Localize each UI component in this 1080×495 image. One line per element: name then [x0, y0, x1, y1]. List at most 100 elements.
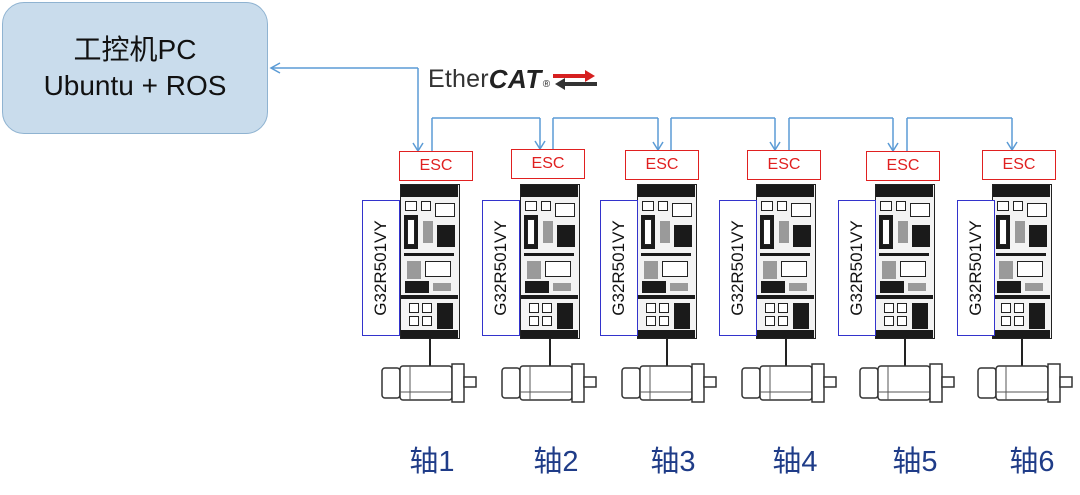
drive-detail [791, 203, 811, 217]
drive-detail [993, 330, 1050, 338]
esc-box-3: ESC [625, 150, 699, 180]
drive-detail [437, 225, 455, 247]
mcu-model-label: G32R501VY [491, 220, 510, 316]
drive-motor-link-2 [549, 339, 551, 369]
drive-detail [999, 219, 1007, 245]
drive-detail [912, 225, 930, 247]
drive-detail [557, 225, 575, 247]
drive-detail [672, 203, 692, 217]
drive-detail [997, 201, 1009, 211]
drive-detail [553, 283, 571, 291]
servo-drive-2 [520, 184, 580, 339]
drive-detail [529, 316, 539, 326]
drive-detail [1001, 316, 1011, 326]
drive-detail [876, 295, 933, 299]
drive-detail [407, 261, 421, 279]
drive-detail [757, 185, 814, 197]
drive-detail [529, 303, 539, 313]
drive-detail [880, 201, 892, 211]
ethercat-logo-ether: Ether [428, 65, 489, 93]
drive-detail [897, 316, 907, 326]
drive-detail [912, 303, 928, 329]
drive-detail [405, 201, 417, 211]
esc-box-6: ESC [982, 150, 1056, 180]
drive-detail [880, 281, 904, 293]
drive-detail [993, 295, 1050, 299]
drive-detail [542, 303, 552, 313]
drive-detail [409, 303, 419, 313]
pc-title: 工控机PC [73, 34, 197, 65]
drive-detail [896, 201, 906, 211]
drive-detail [423, 221, 433, 243]
axis-label-2: 轴2 [533, 446, 579, 478]
esc-box-4: ESC [747, 150, 821, 180]
drive-detail [777, 201, 787, 211]
drive-detail [765, 316, 775, 326]
drive-detail [525, 201, 537, 211]
drive-detail [793, 303, 809, 329]
drive-detail [778, 316, 788, 326]
drive-detail [1013, 201, 1023, 211]
drive-detail [1017, 261, 1043, 277]
drive-detail [644, 219, 652, 245]
axis-label-3: 轴3 [650, 446, 696, 478]
drive-detail [659, 303, 669, 313]
drive-detail [425, 261, 451, 277]
drive-detail [882, 261, 896, 279]
drive-detail [670, 283, 688, 291]
drive-motor-link-6 [1021, 339, 1023, 369]
drive-detail [1027, 203, 1047, 217]
drive-motor-link-3 [666, 339, 668, 369]
drive-detail [1014, 316, 1024, 326]
drive-detail [997, 281, 1021, 293]
drive-detail [401, 185, 458, 197]
drive-detail [757, 295, 814, 299]
drive-detail [435, 203, 455, 217]
drive-detail [404, 253, 454, 256]
servo-drive-6 [992, 184, 1052, 339]
drive-detail [422, 303, 432, 313]
esc-box-5: ESC [866, 151, 940, 181]
bus-arrow-to-pc [269, 62, 281, 74]
drive-detail [789, 283, 807, 291]
drive-detail [884, 316, 894, 326]
mcu-model-box-2: G32R501VY [482, 200, 520, 336]
drive-detail [545, 261, 571, 277]
ethercat-arrows-icon [553, 69, 598, 90]
mcu-model-label: G32R501VY [371, 220, 390, 316]
drive-detail [761, 201, 773, 211]
axis-label-4: 轴4 [772, 446, 818, 478]
drive-detail [781, 261, 807, 277]
mcu-model-label: G32R501VY [728, 220, 747, 316]
servo-drive-1 [400, 184, 460, 339]
drive-detail [638, 295, 695, 299]
drive-detail [542, 316, 552, 326]
drive-detail [407, 219, 415, 245]
drive-detail [401, 295, 458, 299]
drive-detail [1029, 303, 1045, 329]
drive-detail [898, 221, 908, 243]
drive-detail [421, 201, 431, 211]
drive-detail [543, 221, 553, 243]
drive-detail [659, 316, 669, 326]
drive-detail [765, 303, 775, 313]
drive-detail [521, 295, 578, 299]
drive-detail [405, 281, 429, 293]
drive-detail [525, 281, 549, 293]
drive-detail [996, 253, 1046, 256]
industrial-pc-node: 工控机PC Ubuntu + ROS [2, 2, 268, 134]
drive-detail [763, 261, 777, 279]
drive-detail [674, 303, 690, 329]
drive-detail [524, 253, 574, 256]
servo-drive-4 [756, 184, 816, 339]
drive-detail [1025, 283, 1043, 291]
drive-detail [641, 253, 691, 256]
drive-detail [527, 219, 535, 245]
drive-detail [401, 330, 458, 338]
mcu-model-label: G32R501VY [966, 220, 985, 316]
drive-detail [779, 221, 789, 243]
drive-detail [638, 330, 695, 338]
drive-detail [660, 221, 670, 243]
drive-detail [646, 303, 656, 313]
